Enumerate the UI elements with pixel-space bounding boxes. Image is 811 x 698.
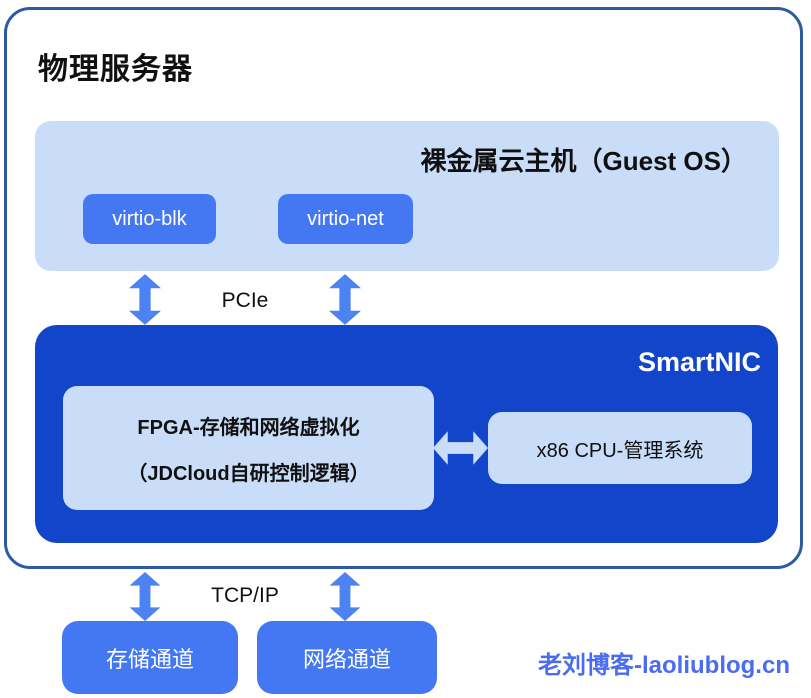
tcpip-double-arrow-left-icon bbox=[129, 572, 161, 621]
watermark: 老刘博客-laoliublog.cn bbox=[538, 652, 790, 679]
pcie-double-arrow-left-icon bbox=[129, 273, 161, 326]
fpga-line1: FPGA-存储和网络虚拟化 bbox=[137, 416, 360, 439]
fpga-cpu-double-arrow-icon bbox=[433, 431, 488, 465]
guest-os-box: 裸金属云主机（Guest OS） virtio-blk virtio-net bbox=[35, 121, 779, 271]
tcpip-label: TCP/IP bbox=[211, 584, 279, 607]
smartnic-label: SmartNIC bbox=[637, 347, 761, 377]
pcie-double-arrow-right-icon bbox=[329, 273, 361, 326]
fpga-box: FPGA-存储和网络虚拟化 （JDCloud自研控制逻辑） bbox=[63, 386, 434, 510]
smartnic-box: SmartNIC FPGA-存储和网络虚拟化 （JDCloud自研控制逻辑） x… bbox=[35, 325, 778, 543]
guest-os-label: 裸金属云主机（Guest OS） bbox=[420, 146, 747, 176]
fpga-line2: （JDCloud自研控制逻辑） bbox=[127, 462, 370, 485]
storage-channel-box: 存储通道 bbox=[62, 621, 238, 694]
x86-cpu-box: x86 CPU-管理系统 bbox=[488, 412, 752, 484]
page-title: 物理服务器 bbox=[38, 53, 193, 86]
virtio-blk-box: virtio-blk bbox=[83, 194, 216, 244]
network-channel-box: 网络通道 bbox=[257, 621, 437, 694]
tcpip-double-arrow-right-icon bbox=[329, 572, 361, 621]
pcie-label: PCIe bbox=[221, 289, 269, 312]
virtio-net-box: virtio-net bbox=[278, 194, 413, 244]
